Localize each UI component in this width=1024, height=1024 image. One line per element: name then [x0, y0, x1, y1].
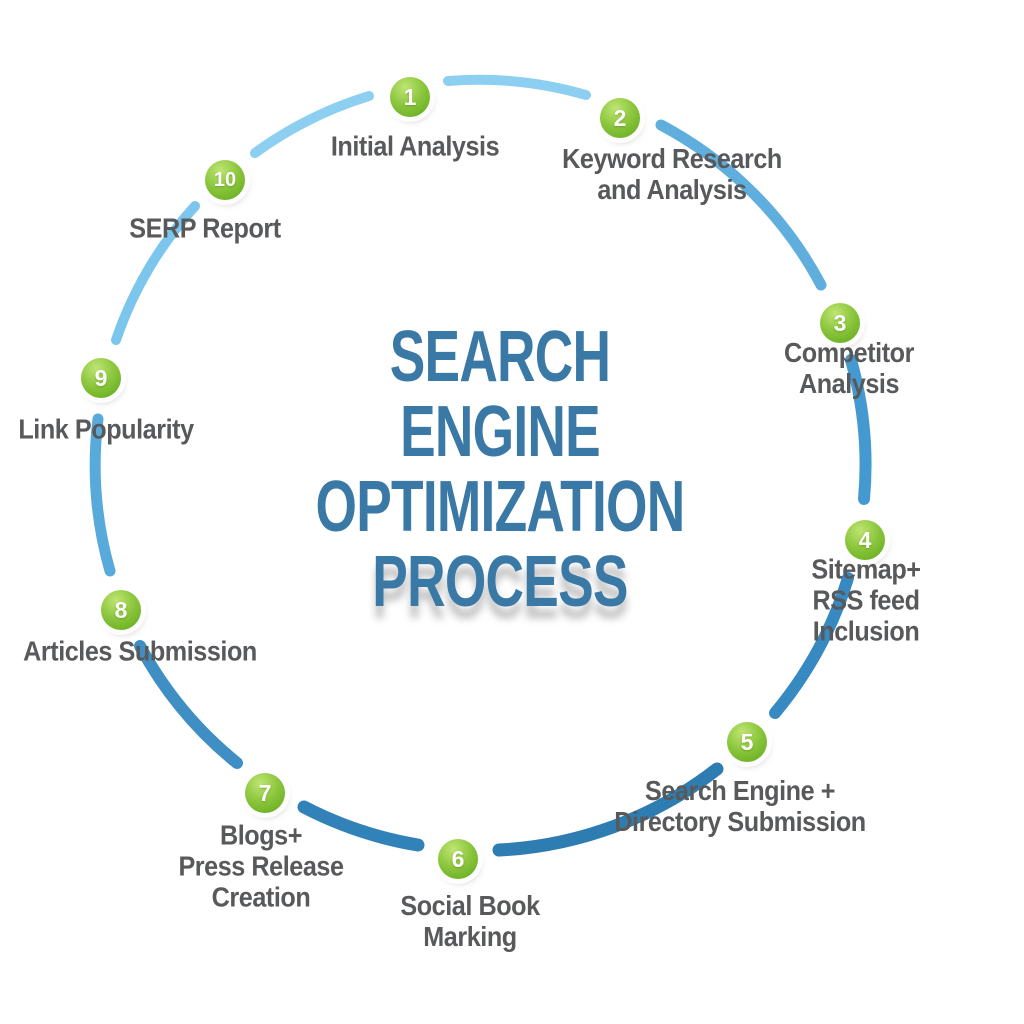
- step-label-4: Sitemap+ RSS feed Inclusion: [811, 553, 921, 647]
- step-label-7: Blogs+ Press Release Creation: [178, 819, 344, 913]
- arc-segment-8-9: [89, 413, 116, 577]
- arc-segment-1-2: [443, 74, 591, 100]
- title-line-3: OPTIMIZATION: [315, 467, 686, 547]
- title-line-2: ENGINE: [400, 392, 601, 472]
- step-badge-2: 2: [600, 98, 640, 138]
- step-badge-10: 10: [205, 160, 245, 200]
- step-badge-6: 6: [438, 839, 478, 879]
- step-label-8: Articles Submission: [23, 635, 257, 667]
- step-label-5: Search Engine + Directory Submission: [614, 775, 866, 837]
- arc-segment-4-5: [769, 572, 854, 719]
- step-label-9: Link Popularity: [18, 413, 194, 445]
- step-badge-3: 3: [820, 303, 860, 343]
- step-label-6: Social Book Marking: [400, 890, 540, 952]
- arc-segment-7-8: [134, 640, 243, 769]
- step-label-3: Competitor Analysis: [784, 337, 914, 399]
- step-badge-8: 8: [101, 590, 141, 630]
- step-badge-7: 7: [245, 773, 285, 813]
- arc-segment-3-4: [845, 354, 872, 505]
- step-label-2: Keyword Research and Analysis: [562, 143, 782, 205]
- arc-segment-9-10: [111, 201, 200, 345]
- arc-segment-10-1: [250, 91, 374, 158]
- title-line-1: SEARCH: [389, 317, 611, 397]
- arc-segment-6-7: [297, 800, 425, 852]
- step-badge-4: 4: [845, 520, 885, 560]
- title-line-4: PROCESS: [372, 542, 628, 622]
- step-badge-5: 5: [727, 722, 767, 762]
- step-badge-9: 9: [81, 358, 121, 398]
- diagram-title: SEARCH ENGINE OPTIMIZATION PROCESS: [251, 320, 750, 620]
- step-badge-1: 1: [390, 77, 430, 117]
- step-label-10: SERP Report: [129, 212, 281, 244]
- arc-segment-5-6: [492, 762, 724, 857]
- arc-segment-2-3: [655, 119, 827, 291]
- step-label-1: Initial Analysis: [330, 130, 500, 162]
